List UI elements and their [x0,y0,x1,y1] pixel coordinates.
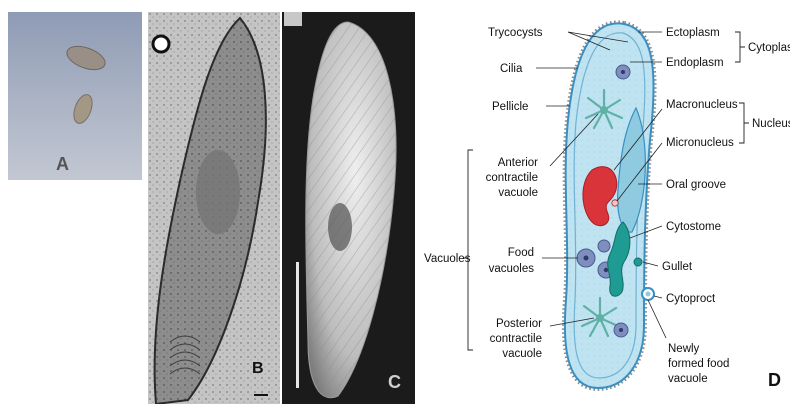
paramecium-diagram: Trycocysts Cilia Pellicle Anterior contr… [418,0,790,406]
label-nucleus: Nucleus [752,118,790,130]
panel-b-tem-micrograph: B [148,12,280,404]
label-cytostome: Cytostome [666,221,721,233]
corner-tab [284,12,302,26]
panel-c-sem-micrograph: C [282,12,415,404]
panel-letter-a: A [56,154,69,175]
label-micronucleus: Micronucleus [666,137,734,149]
label-newly-formed-line-2: formed food [668,358,729,370]
macronucleus-region [196,150,240,234]
cytoplasm-bracket [735,32,745,62]
leader-newly-formed [648,300,666,338]
label-cilia: Cilia [500,63,523,75]
light-micrograph-image [8,12,142,180]
label-anterior-line-3: vacuole [498,187,538,199]
label-cytoplasm: Cytoplasm [748,42,790,54]
label-vacuoles: Vacuoles [424,253,471,265]
label-newly-formed-line-3: vacuole [668,373,708,385]
panel-letter-d: D [768,370,781,390]
oral-groove [328,203,352,251]
label-food-vacuoles-line-2: vacuoles [489,263,535,275]
label-oral-groove: Oral groove [666,179,726,191]
label-posterior-line-3: vacuole [502,348,542,360]
scale-bar [296,262,299,388]
panel-letter-b: B [252,360,264,378]
label-newly-formed-line-1: Newly [668,343,700,355]
sem-micrograph-image [282,12,415,404]
paramecium-organism [64,42,108,74]
panel-d-labeled-diagram: Trycocysts Cilia Pellicle Anterior contr… [418,0,790,406]
label-anterior-line-2: contractile [486,172,538,184]
scale-bar [254,394,268,396]
label-ectoplasm: Ectoplasm [666,27,720,39]
label-anterior-line-1: Anterior [498,157,538,169]
vacuoles-bracket [463,150,473,350]
panel-a-light-micrograph: A [8,12,142,180]
label-trycocysts: Trycocysts [488,27,543,39]
label-food-vacuoles-line-1: Food [508,247,534,259]
gullet-vacuole [634,258,642,266]
label-gullet: Gullet [662,261,693,273]
label-macronucleus: Macronucleus [666,99,738,111]
label-cytoproct: Cytoproct [666,293,716,305]
label-endoplasm: Endoplasm [666,57,724,69]
label-posterior-line-2: contractile [490,333,542,345]
leader-cytoproct [654,296,662,298]
panel-letter-c: C [388,372,401,393]
label-pellicle: Pellicle [492,101,528,113]
tem-micrograph-image [148,12,280,404]
scale-marker [153,36,169,52]
label-posterior-line-1: Posterior [496,318,542,330]
nucleus-bracket [739,103,749,143]
paramecium-organism [70,92,95,126]
